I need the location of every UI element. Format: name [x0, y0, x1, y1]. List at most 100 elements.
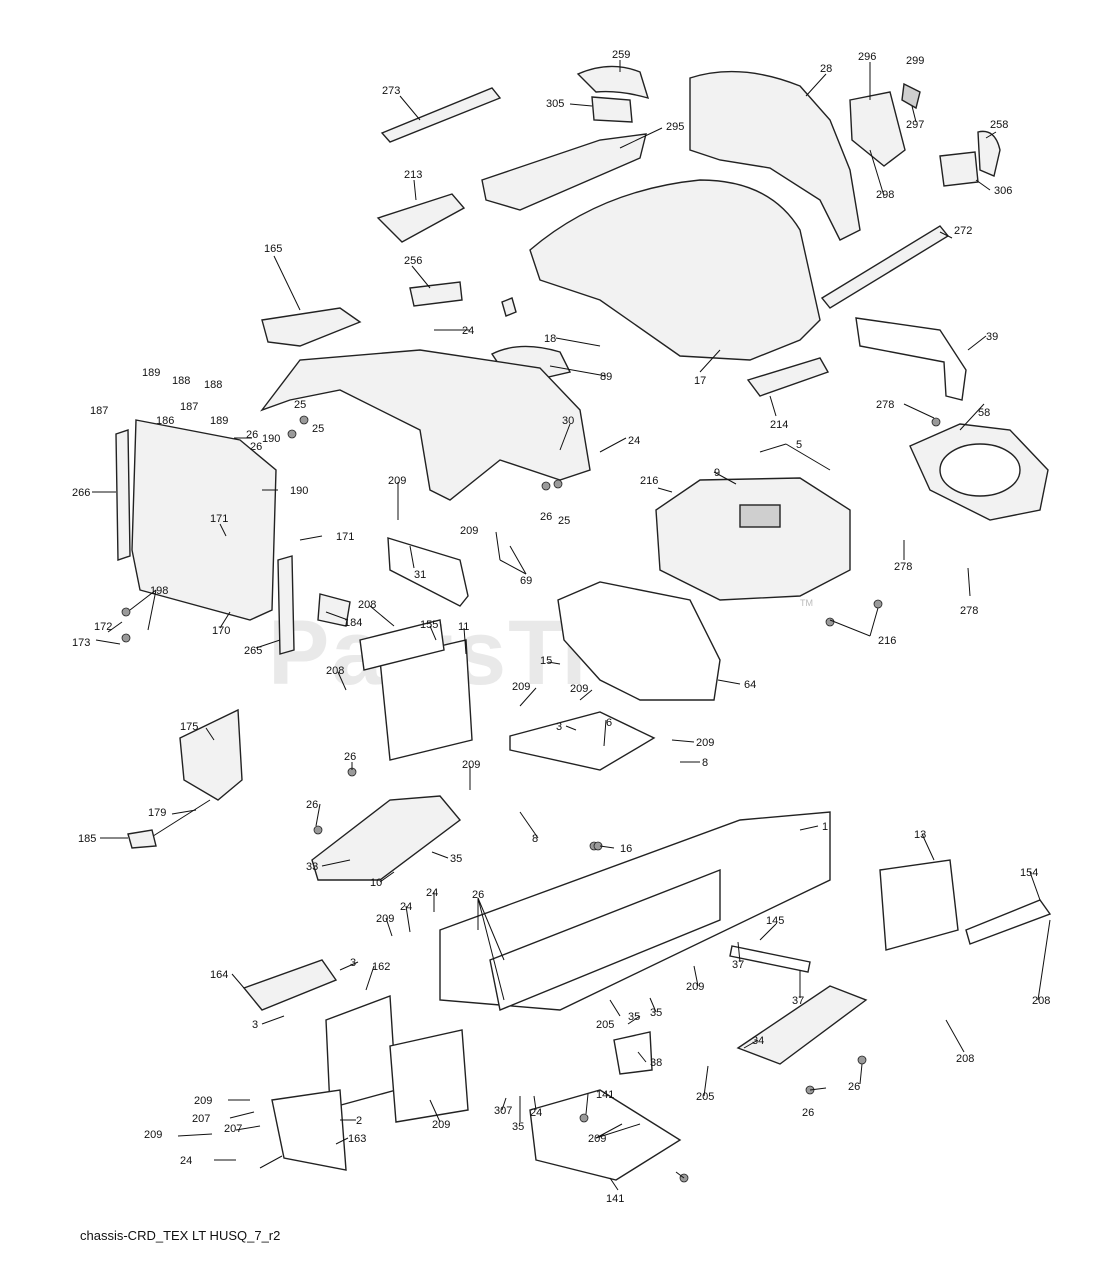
part-label: 298 — [876, 189, 894, 201]
part-label: 189 — [210, 415, 228, 427]
part-label: 258 — [990, 119, 1008, 131]
part-label: 18 — [544, 333, 556, 345]
part-1-frame-side — [489, 868, 721, 1011]
part-label: 35 — [512, 1121, 524, 1133]
part-label: 37 — [792, 995, 804, 1007]
part-273-grille-strip — [380, 87, 502, 143]
part-299-bulb — [901, 82, 921, 110]
part-label: 155 — [420, 619, 438, 631]
part-label: 13 — [914, 829, 926, 841]
part-label: 209 — [462, 759, 480, 771]
part-label: 11 — [458, 621, 469, 633]
part-label: 35 — [450, 853, 462, 865]
part-label: 141 — [596, 1089, 614, 1101]
part-34-footrest — [736, 985, 868, 1065]
part-label: 35 — [628, 1011, 640, 1023]
part-label: 24 — [400, 901, 412, 913]
part-label: 189 — [142, 367, 160, 379]
part-label: 24 — [180, 1155, 192, 1167]
part-label: 26 — [344, 751, 356, 763]
part-213-cover — [376, 193, 466, 243]
part-label: 209 — [376, 913, 394, 925]
part-label: 1 — [822, 821, 828, 833]
part-label: 141 — [606, 1193, 624, 1205]
part-label: 209 — [570, 683, 588, 695]
part-label: 89 — [600, 371, 612, 383]
part-label: 216 — [640, 475, 658, 487]
part-label: 26 — [848, 1081, 860, 1093]
part-label: 69 — [520, 575, 532, 587]
nut — [553, 479, 563, 489]
part-256-cover — [409, 281, 463, 307]
nut — [579, 1113, 589, 1123]
part-label: 190 — [290, 485, 308, 497]
nut — [313, 825, 323, 835]
part-label: 2 — [356, 1115, 362, 1127]
part-label: 209 — [588, 1133, 606, 1145]
part-label: 24 — [530, 1107, 542, 1119]
part-label: 186 — [156, 415, 174, 427]
part-label: 306 — [994, 185, 1012, 197]
part-label: 3 — [556, 721, 562, 733]
part-label: 8 — [532, 833, 538, 845]
nut — [541, 481, 551, 491]
part-label: 187 — [90, 405, 108, 417]
part-label: 37 — [732, 959, 744, 971]
nut — [121, 607, 131, 617]
part-label: 213 — [404, 169, 422, 181]
part-30-fender-deck — [260, 349, 591, 501]
part-label: 209 — [194, 1095, 212, 1107]
part-label: 26 — [306, 799, 318, 811]
part-label: 208 — [326, 665, 344, 677]
part-label: 278 — [960, 605, 978, 617]
part-label: 184 — [344, 617, 362, 629]
part-label: 8 — [702, 757, 708, 769]
part-165-tray — [261, 307, 362, 347]
part-label: 17 — [694, 375, 706, 387]
part-label: 207 — [224, 1123, 242, 1135]
part-170-front-frame — [131, 419, 277, 621]
part-label: 165 — [264, 243, 282, 255]
part-label: 208 — [956, 1053, 974, 1065]
part-label: 209 — [512, 681, 530, 693]
part-label: 214 — [770, 419, 788, 431]
part-label: 15 — [540, 655, 552, 667]
part-label: 24 — [426, 887, 438, 899]
part-label: 154 — [1020, 867, 1038, 879]
part-label: 38 — [650, 1057, 662, 1069]
part-label: 162 — [372, 961, 390, 973]
part-label: 171 — [336, 531, 354, 543]
part-6-plate — [509, 711, 656, 771]
part-185-pedal — [127, 829, 157, 849]
part-label: 25 — [294, 399, 306, 411]
part-label: 3 — [350, 957, 356, 969]
part-label: 209 — [696, 737, 714, 749]
part-214-step — [746, 357, 830, 397]
watermark-tm: TM — [800, 598, 813, 608]
part-9-display — [739, 504, 781, 528]
part-33-footrest — [311, 795, 462, 881]
part-label: 6 — [606, 717, 612, 729]
part-label: 307 — [494, 1105, 512, 1117]
part-label: 171 — [210, 513, 228, 525]
part-label: 35 — [650, 1007, 662, 1019]
part-17-hood — [529, 179, 821, 361]
nut — [931, 417, 941, 427]
part-label: 30 — [562, 415, 574, 427]
part-label: 265 — [244, 645, 262, 657]
part-label: 179 — [148, 807, 166, 819]
part-38-bracket — [613, 1031, 653, 1075]
part-259-cap — [576, 65, 650, 100]
part-label: 278 — [894, 561, 912, 573]
part-label: 187 — [180, 401, 198, 413]
nut — [825, 617, 835, 627]
part-28-front-hood — [689, 70, 861, 241]
part-label: 278 — [876, 399, 894, 411]
leader-lines — [92, 60, 1051, 1191]
part-13-rear-plate — [879, 859, 959, 951]
part-label: 295 — [666, 121, 684, 133]
nut — [873, 599, 883, 609]
part-label: 209 — [432, 1119, 450, 1131]
part-89-seat-pad — [490, 345, 572, 379]
